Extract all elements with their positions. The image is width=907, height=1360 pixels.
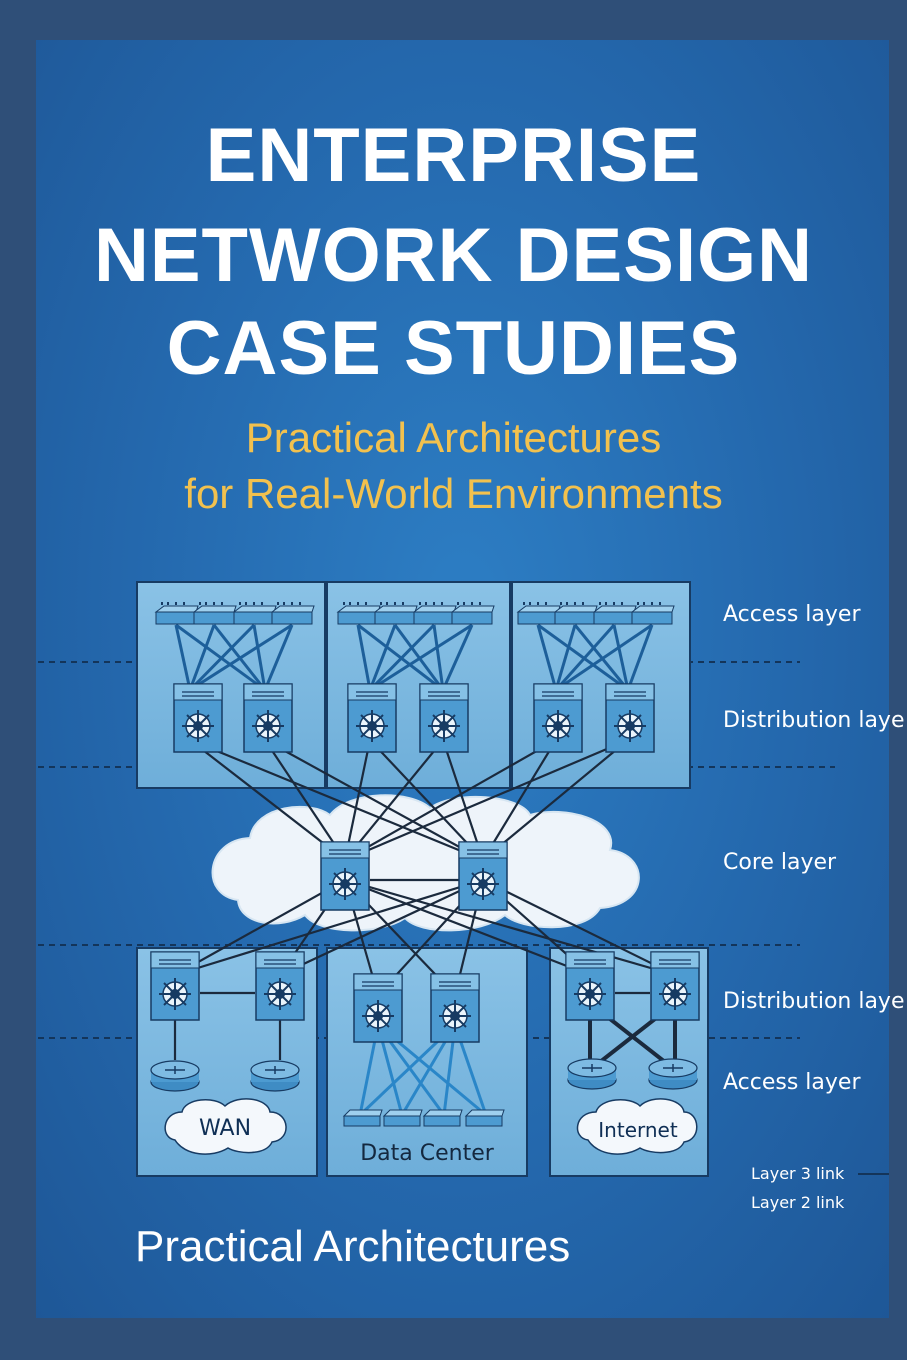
- subtitle-line-2: for Real-World Environments: [184, 470, 723, 517]
- subtitle-line-1: Practical Architectures: [245, 414, 662, 461]
- internet-label: Internet: [598, 1118, 678, 1142]
- label-distribution-layer-top: Distribution laye: [723, 708, 905, 733]
- internet-cloud: [576, 1098, 698, 1155]
- title-line-2: NETWORK DESIGN: [93, 213, 814, 298]
- legend-layer2: Layer 2 link: [751, 1193, 845, 1212]
- title-line-3: CASE STUDIES: [166, 306, 741, 391]
- title-line-1: ENTERPRISE: [205, 113, 702, 198]
- footer-text: Practical Architectures: [135, 1222, 571, 1271]
- legend-layer3: Layer 3 link: [751, 1164, 845, 1183]
- wan-cloud: [164, 1098, 287, 1155]
- wan-label: WAN: [198, 1116, 252, 1141]
- label-access-layer-bottom: Access layer: [723, 1070, 861, 1095]
- top-access-links: [174, 623, 654, 692]
- label-core-layer: Core layer: [723, 850, 837, 875]
- datacenter-label: Data Center: [360, 1141, 494, 1166]
- label-access-layer-top: Access layer: [723, 602, 861, 627]
- label-distribution-layer-bottom: Distribution laye: [723, 989, 905, 1014]
